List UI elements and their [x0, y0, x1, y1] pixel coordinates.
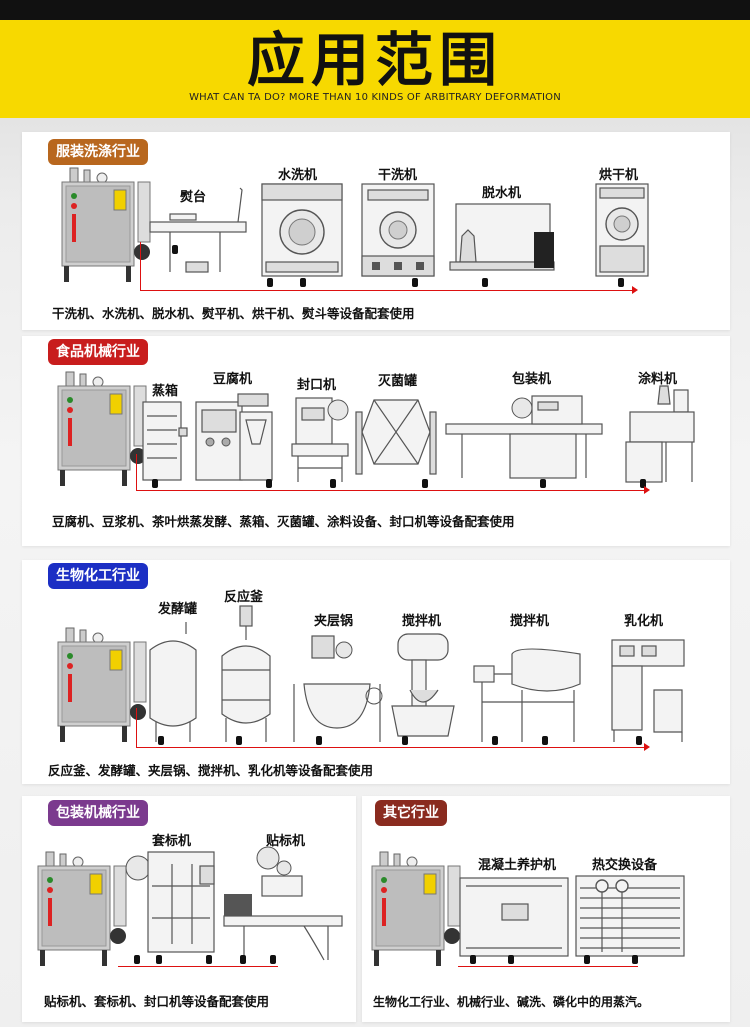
garment-label-ironing-table: 熨台: [180, 190, 207, 205]
steamer-image: [142, 401, 188, 481]
garment-label-tumble-dryer: 烘干机: [599, 168, 639, 183]
tumble-dryer-image: [595, 183, 649, 277]
garment-steam-riser: [140, 242, 141, 290]
sealer-image: [291, 397, 349, 482]
food-steam-pipe: [136, 490, 644, 491]
arrow-right-icon: [632, 286, 638, 294]
other-boiler-image: [371, 851, 461, 967]
garment-label-spin-dryer: 脱水机: [482, 186, 522, 201]
bio-label-mixer-1: 搅拌机: [402, 614, 442, 629]
emulsifier-image: [611, 639, 685, 742]
valve-icon: [266, 479, 272, 488]
heat-exchanger-image: [575, 875, 685, 957]
valve-icon: [156, 955, 162, 964]
section-garment-badge: 服装洗涤行业: [48, 139, 148, 165]
valve-icon: [206, 955, 212, 964]
valve-icon: [172, 245, 178, 254]
food-caption: 豆腐机、豆浆机、茶叶烘蒸发酵、蒸箱、灭菌罐、涂料设备、封口机等设备配套使用: [52, 514, 515, 529]
packaging-caption: 贴标机、套标机、封口机等设备配套使用: [44, 994, 270, 1009]
bio-label-reactor: 反应釜: [224, 590, 264, 605]
fermenter-image: [149, 622, 197, 742]
bio-steam-riser: [136, 708, 137, 747]
valve-icon: [152, 479, 158, 488]
arrow-right-icon: [644, 743, 650, 751]
valve-icon: [412, 278, 418, 287]
packaging-boiler-image: [37, 851, 127, 967]
garment-boiler-image: [61, 167, 151, 283]
valve-icon: [492, 736, 498, 745]
food-label-coater: 涂料机: [638, 372, 678, 387]
food-label-sterilizer: 灭菌罐: [378, 374, 418, 389]
valve-icon: [134, 955, 140, 964]
valve-icon: [470, 955, 476, 964]
valve-icon: [508, 955, 514, 964]
food-label-packer: 包装机: [512, 372, 552, 387]
tofu-machine-image: [195, 393, 273, 481]
valve-icon: [330, 479, 336, 488]
top-black-strip: [0, 0, 750, 20]
valve-icon: [618, 278, 624, 287]
arrow-right-icon: [644, 486, 650, 494]
washer-image: [261, 183, 343, 277]
valve-icon: [584, 955, 590, 964]
valve-icon: [402, 736, 408, 745]
sterilizer-image: [355, 399, 437, 475]
garment-steam-pipe: [140, 290, 632, 291]
bio-caption: 反应釜、发酵罐、夹层锅、搅拌机、乳化机等设备配套使用: [48, 763, 374, 778]
packaging-steam-pipe: [118, 966, 278, 967]
valve-icon: [316, 736, 322, 745]
bio-label-emulsifier: 乳化机: [624, 614, 664, 629]
labeler-image: [223, 846, 343, 961]
concrete-curing-image: [459, 877, 569, 957]
food-label-sealer: 封口机: [297, 378, 337, 393]
section-other-badge: 其它行业: [375, 800, 447, 826]
packaging-label-labeler: 贴标机: [266, 834, 306, 849]
section-food-badge: 食品机械行业: [48, 339, 148, 365]
coater-image: [625, 385, 695, 483]
spin-dryer-image: [449, 203, 555, 271]
section-packaging-badge: 包装机械行业: [48, 800, 148, 826]
valve-icon: [636, 736, 642, 745]
header-band: [0, 0, 750, 118]
other-label-concrete-curing: 混凝土养护机: [478, 858, 557, 873]
valve-icon: [158, 736, 164, 745]
garment-label-dry-cleaner: 干洗机: [378, 168, 418, 183]
mixer-1-image: [391, 633, 455, 737]
bio-label-jacketed-kettle: 夹层锅: [314, 614, 354, 629]
garment-caption: 干洗机、水洗机、脱水机、熨平机、烘干机、熨斗等设备配套使用: [52, 306, 415, 321]
valve-icon: [542, 736, 548, 745]
other-caption: 生物化工行业、机械行业、碱洗、磷化中的用蒸汽。: [373, 995, 650, 1009]
bio-label-fermenter: 发酵罐: [158, 602, 198, 617]
packaging-label-sleeve-labeler: 套标机: [152, 834, 192, 849]
valve-icon: [236, 736, 242, 745]
section-bio-badge: 生物化工行业: [48, 563, 148, 589]
dry-cleaner-image: [361, 183, 435, 277]
food-steam-riser: [136, 454, 137, 490]
garment-label-washer: 水洗机: [278, 168, 318, 183]
valve-icon: [240, 955, 246, 964]
bio-steam-pipe: [136, 747, 644, 748]
other-label-heat-exchanger: 热交换设备: [592, 858, 658, 873]
food-label-steamer: 蒸箱: [152, 384, 179, 399]
packer-image: [445, 395, 603, 479]
mixer-2-image: [473, 648, 581, 742]
bio-boiler-image: [57, 627, 147, 743]
page-subtitle: WHAT CAN TA DO? MORE THAN 10 KINDS OF AR…: [189, 92, 561, 103]
sleeve-labeler-image: [125, 851, 215, 953]
valve-icon: [540, 479, 546, 488]
valve-icon: [422, 479, 428, 488]
reactor-image: [221, 605, 271, 742]
valve-icon: [482, 278, 488, 287]
ironing-table-image: [149, 187, 247, 273]
page-title: 应用范围: [246, 26, 503, 94]
jacketed-kettle-image: [293, 635, 383, 742]
food-label-tofu-machine: 豆腐机: [213, 372, 253, 387]
valve-icon: [300, 278, 306, 287]
valve-icon: [640, 479, 646, 488]
valve-icon: [632, 955, 638, 964]
valve-icon: [267, 278, 273, 287]
other-steam-pipe: [458, 966, 638, 967]
bio-label-mixer-2: 搅拌机: [510, 614, 550, 629]
valve-icon: [270, 955, 276, 964]
